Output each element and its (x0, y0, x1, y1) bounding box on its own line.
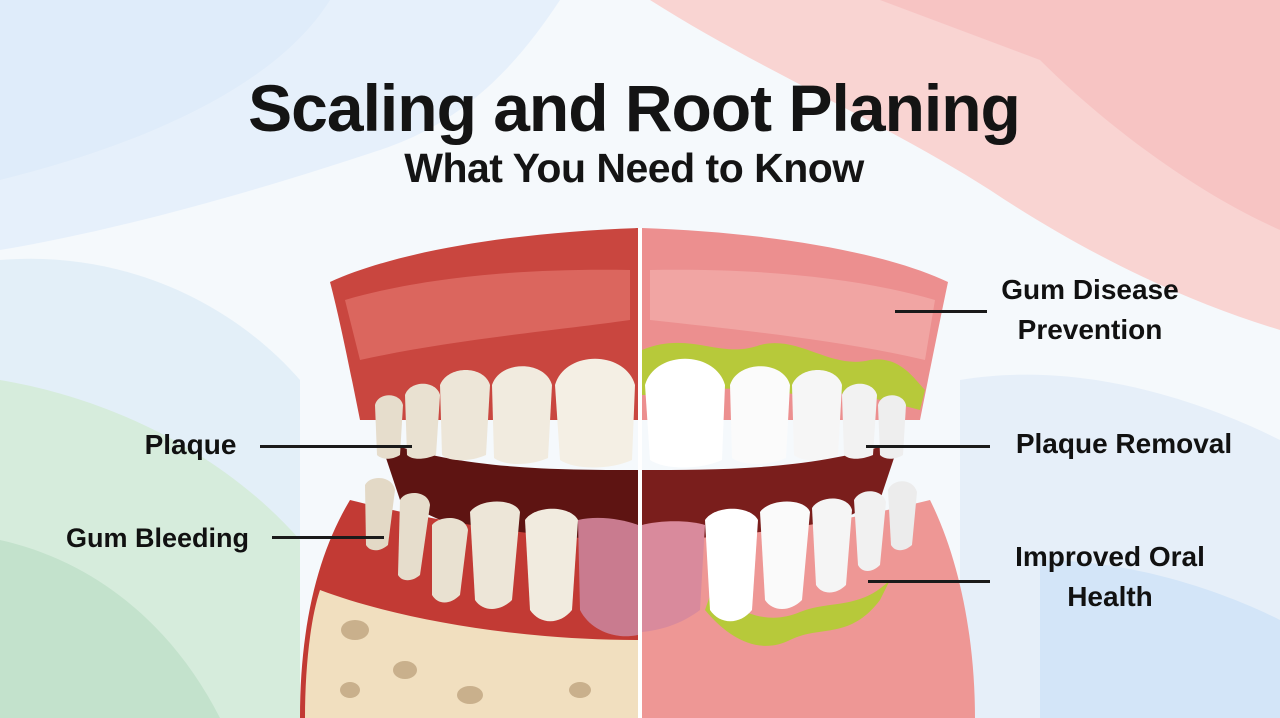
page-title: Scaling and Root Planing (248, 71, 1021, 145)
page-subtitle: What You Need to Know (404, 145, 864, 191)
divider-line (638, 228, 642, 718)
bone-pore (341, 620, 369, 640)
tooth-lower (470, 501, 520, 609)
tooth-upper (842, 383, 877, 459)
tooth-lower (398, 493, 430, 581)
leader-line-gum-disease-prevention (895, 310, 987, 313)
tooth-upper (792, 370, 842, 461)
tooth-upper (878, 395, 906, 459)
tooth-lower (432, 518, 468, 603)
tooth-upper (492, 366, 552, 464)
label-gum-disease-prevention: Gum Disease Prevention (1001, 274, 1179, 345)
leader-line-improved-oral-health (868, 580, 990, 583)
label-improved-oral-health: Improved Oral Health (1015, 541, 1205, 612)
tooth-upper (405, 383, 440, 459)
jaw-bone (305, 590, 638, 718)
tooth-upper (375, 395, 403, 459)
leader-line-plaque-removal (866, 445, 990, 448)
bone-pore (393, 661, 417, 679)
tooth-lower (705, 508, 758, 622)
label-plaque-removal: Plaque Removal (1015, 428, 1233, 459)
tooth-lower (888, 481, 917, 551)
leader-line-plaque (260, 445, 412, 448)
bone-pore (340, 682, 360, 698)
label-gum-bleeding: Gum Bleeding (65, 523, 249, 553)
healthy-side (642, 228, 975, 718)
bone-pore (457, 686, 483, 704)
tooth-lower (812, 498, 852, 593)
unhealthy-side (300, 228, 638, 718)
upper-gum-highlight (345, 269, 630, 360)
tooth-upper (440, 370, 490, 461)
leader-line-gum-bleeding (272, 536, 384, 539)
tooth-lower (365, 478, 395, 551)
tooth-upper (645, 358, 725, 468)
label-plaque: Plaque (144, 429, 237, 460)
upper-gum-highlight (650, 269, 935, 360)
tooth-lower (525, 508, 578, 622)
tongue (642, 521, 705, 632)
bone-pore (569, 682, 591, 698)
tooth-lower (854, 491, 886, 571)
tooth-lower (760, 501, 810, 609)
tartar-lower (705, 580, 890, 646)
tooth-upper (730, 366, 790, 464)
tongue (578, 517, 638, 637)
tooth-upper (555, 358, 635, 468)
